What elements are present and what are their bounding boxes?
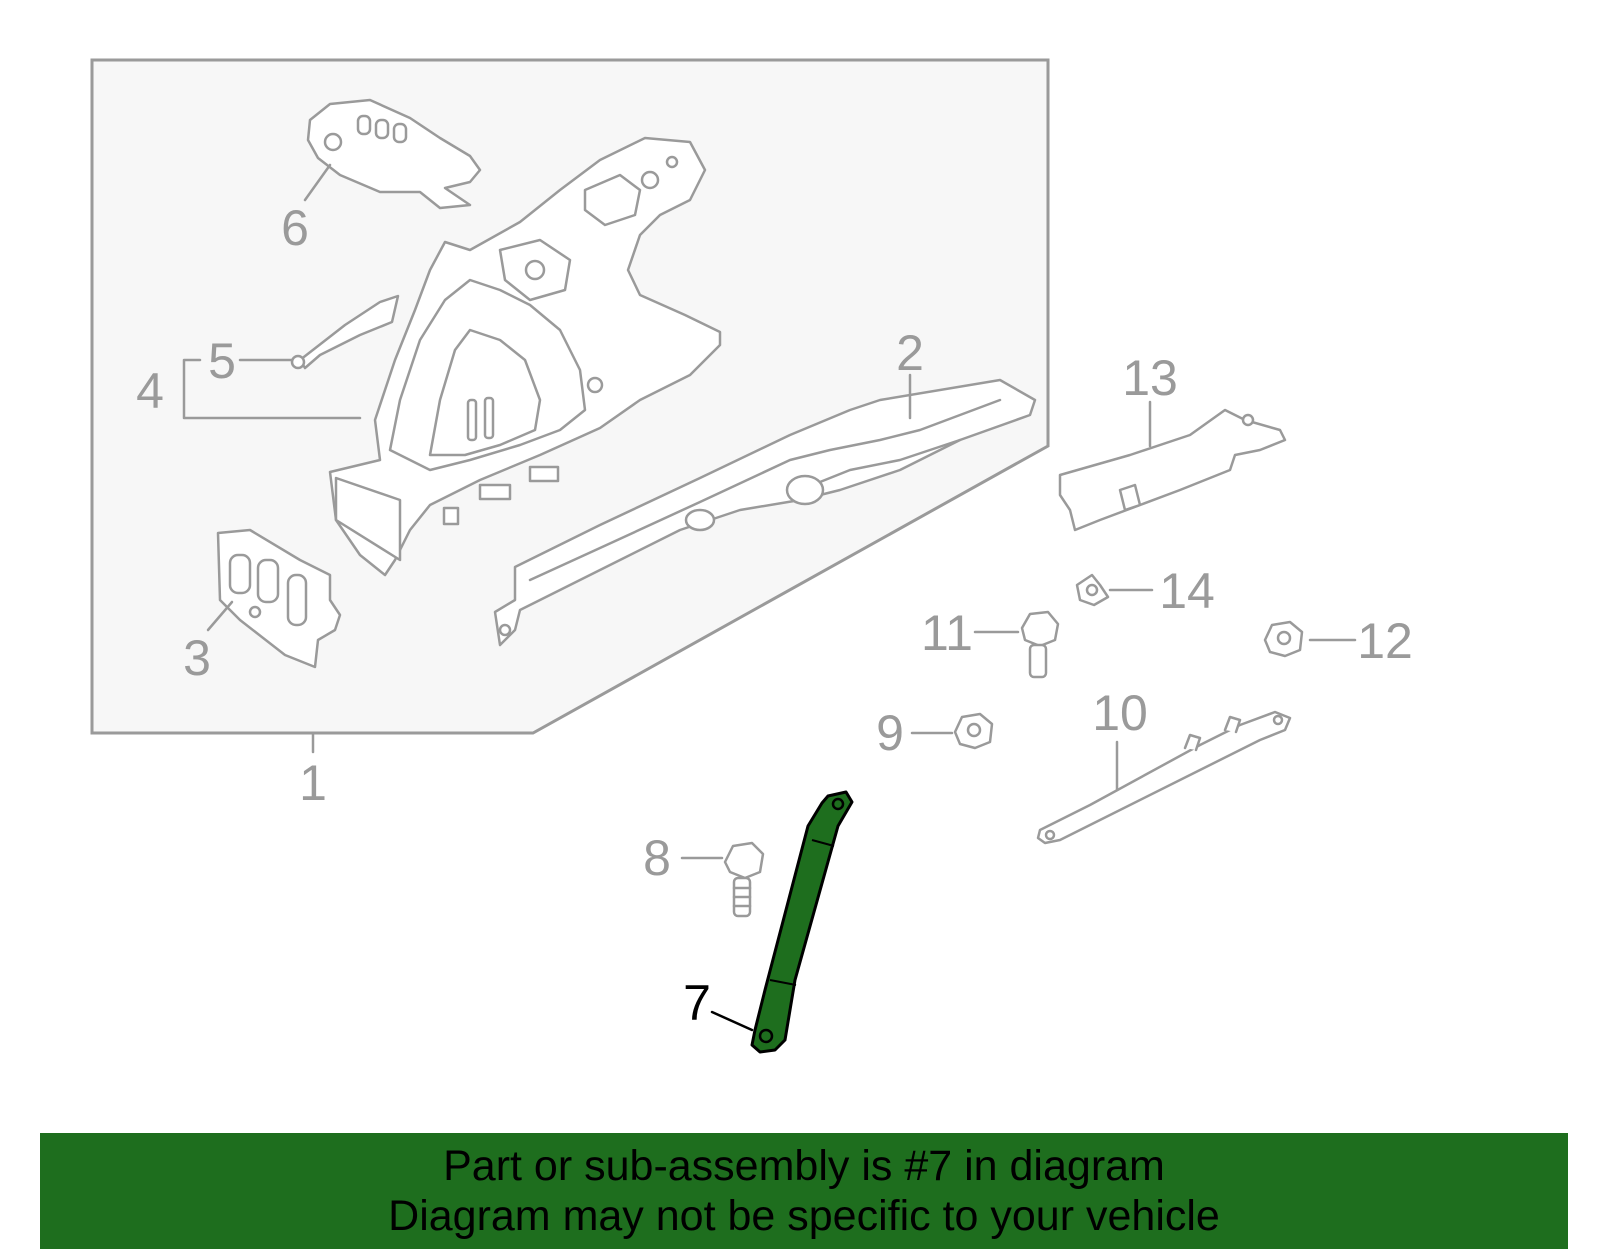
part-11-bolt bbox=[1020, 610, 1060, 679]
callout-1: 1 bbox=[299, 755, 327, 811]
callout-11: 11 bbox=[921, 605, 973, 661]
callout-2: 2 bbox=[896, 325, 924, 381]
callout-4-bracket bbox=[182, 358, 362, 420]
part-14-clip bbox=[1075, 573, 1110, 607]
part-3-plate bbox=[216, 528, 342, 669]
callout-6: 6 bbox=[281, 200, 309, 256]
callout-12: 12 bbox=[1357, 613, 1413, 669]
callout-9: 9 bbox=[876, 705, 904, 761]
part-8-bolt bbox=[723, 841, 765, 918]
callout-10: 10 bbox=[1092, 685, 1148, 741]
callout-3: 3 bbox=[183, 630, 211, 686]
info-banner: Part or sub-assembly is #7 in diagram Di… bbox=[40, 1133, 1568, 1249]
callout-14: 14 bbox=[1159, 563, 1215, 619]
callout-13: 13 bbox=[1122, 350, 1178, 406]
part-6-upper-bracket bbox=[306, 98, 482, 210]
banner-line-2: Diagram may not be specific to your vehi… bbox=[388, 1192, 1220, 1240]
banner-line-1: Part or sub-assembly is #7 in diagram bbox=[443, 1142, 1165, 1190]
callout-4: 4 bbox=[136, 363, 164, 419]
part-10-bar bbox=[1036, 710, 1292, 845]
callout-8: 8 bbox=[643, 830, 671, 886]
part-9-nut bbox=[953, 712, 994, 750]
callout-3-arrow bbox=[206, 600, 234, 632]
callout-7-arrow bbox=[710, 1010, 754, 1032]
part-12-nut bbox=[1263, 620, 1304, 658]
part-13-reinforcement bbox=[1058, 408, 1287, 532]
part-5-gusset bbox=[290, 294, 400, 370]
part-2-side-rail bbox=[493, 378, 1037, 647]
part-7-strut-highlighted bbox=[750, 790, 854, 1054]
callout-5: 5 bbox=[208, 333, 236, 389]
callout-7: 7 bbox=[683, 975, 711, 1031]
part-4-apron-assembly bbox=[328, 136, 722, 577]
callout-6-arrow bbox=[303, 163, 332, 202]
